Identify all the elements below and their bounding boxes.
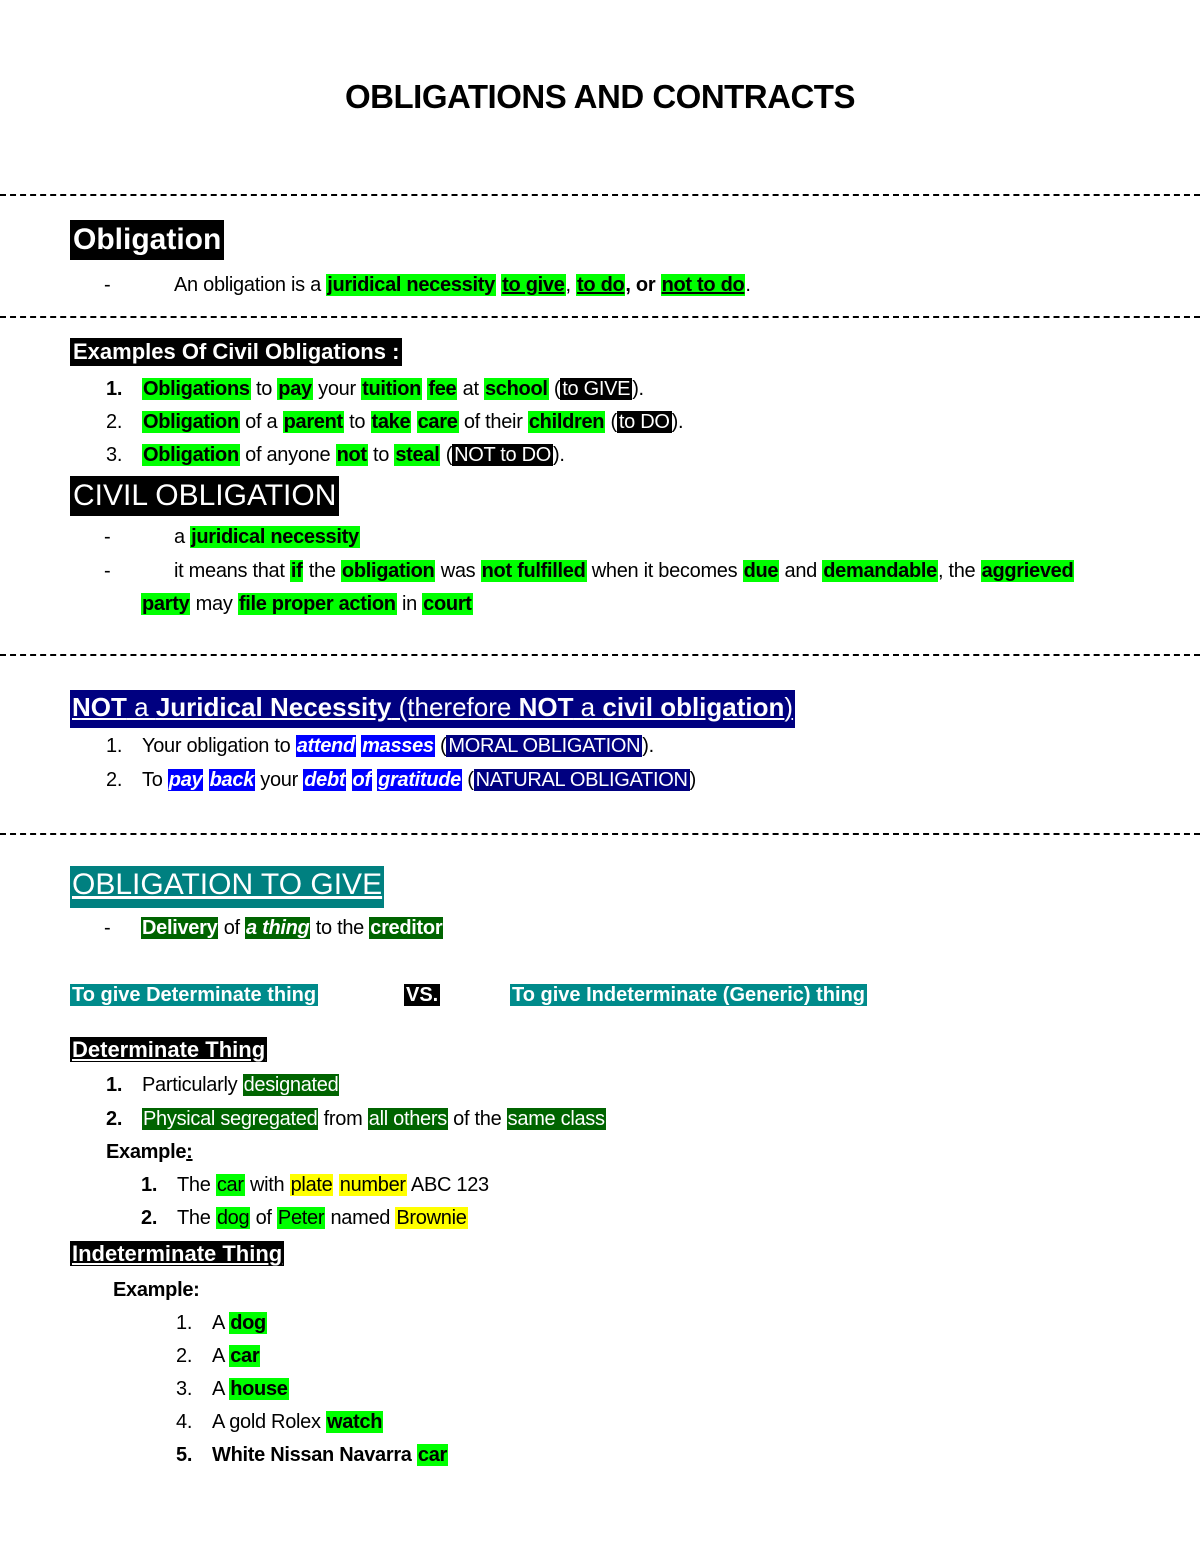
list-item: 2.To pay back your debt of gratitude (NA… xyxy=(106,769,696,791)
list-item: 1.A dog xyxy=(176,1312,267,1334)
compare-row: To give Determinate thing xyxy=(70,981,319,1009)
civil-obligation-heading: CIVIL OBLIGATION xyxy=(70,476,340,516)
list-item: 2.Physical segregated from all others of… xyxy=(106,1108,606,1130)
list-item: 2.A car xyxy=(176,1345,261,1367)
section-divider xyxy=(0,316,1200,318)
indeterminate-label: To give Indeterminate (Generic) thing xyxy=(510,984,868,1006)
example-label: Example: xyxy=(106,1141,193,1163)
list-item: 4.A gold Rolex watch xyxy=(176,1411,384,1433)
highlight-term: not to do xyxy=(660,274,746,296)
highlight-term: to give xyxy=(501,274,566,296)
obligation-heading: Obligation xyxy=(70,220,225,260)
list-item: 1.Obligations to pay your tuition fee at… xyxy=(106,378,644,400)
section-divider xyxy=(0,194,1200,196)
list-item: 5.White Nissan Navarra car xyxy=(176,1444,449,1466)
indeterminate-label-wrap: To give Indeterminate (Generic) thing xyxy=(510,981,868,1009)
list-item: 2.Obligation of a parent to take care of… xyxy=(106,411,684,433)
determinate-section: Determinate Thing xyxy=(70,1036,268,1064)
examples-civil-section: Examples Of Civil Obligations : xyxy=(70,338,403,366)
section-divider xyxy=(0,833,1200,835)
list-item: 1.The car with plate number ABC 123 xyxy=(141,1174,489,1196)
section-divider xyxy=(0,654,1200,656)
obligation-section: Obligation xyxy=(70,220,225,260)
civil-obligation-line-cont: party may file proper action in court xyxy=(141,593,473,615)
civil-obligation-line: -it means that if the obligation was not… xyxy=(104,560,1075,582)
determinate-label: To give Determinate thing xyxy=(70,984,319,1006)
type-badge: NOT to DO xyxy=(452,444,554,466)
civil-obligation-section: CIVIL OBLIGATION xyxy=(70,476,340,516)
vs-label: VS. xyxy=(404,984,441,1006)
list-item: 1.Particularly designated xyxy=(106,1074,340,1096)
type-badge: MORAL OBLIGATION xyxy=(446,735,643,757)
indeterminate-section: Indeterminate Thing xyxy=(70,1240,285,1268)
indeterminate-heading: Indeterminate Thing xyxy=(70,1241,285,1266)
document-title: OBLIGATIONS AND CONTRACTS xyxy=(345,78,855,115)
civil-obligation-line: -a juridical necessity xyxy=(104,526,360,548)
type-badge: to DO xyxy=(616,411,672,433)
not-juridical-section: NOT a Juridical Necessity (therefore NOT… xyxy=(70,690,796,728)
list-item: 3.A house xyxy=(176,1378,289,1400)
bullet-dash: - xyxy=(104,274,111,296)
type-badge: to GIVE xyxy=(560,378,633,400)
list-item: 3.Obligation of anyone not to steal (NOT… xyxy=(106,444,565,466)
determinate-heading: Determinate Thing xyxy=(70,1037,268,1062)
not-juridical-heading: NOT a Juridical Necessity (therefore NOT… xyxy=(70,690,796,728)
vs-label-wrap: VS. xyxy=(404,981,441,1009)
type-badge: NATURAL OBLIGATION xyxy=(473,769,690,791)
obligation-to-give-line: -Delivery of a thing to the creditor xyxy=(104,917,444,939)
examples-civil-heading: Examples Of Civil Obligations : xyxy=(70,338,403,366)
obligation-to-give-heading: OBLIGATION TO GIVE xyxy=(70,866,385,908)
example-label: Example: xyxy=(113,1279,200,1301)
obligation-definition: -An obligation is a juridical necessity … xyxy=(104,270,751,300)
obligation-to-give-section: OBLIGATION TO GIVE xyxy=(70,866,385,908)
highlight-term: juridical necessity xyxy=(326,274,496,296)
highlight-term: to do xyxy=(576,274,626,296)
list-item: 1.Your obligation to attend masses (MORA… xyxy=(106,735,654,757)
list-item: 2.The dog of Peter named Brownie xyxy=(141,1207,468,1229)
